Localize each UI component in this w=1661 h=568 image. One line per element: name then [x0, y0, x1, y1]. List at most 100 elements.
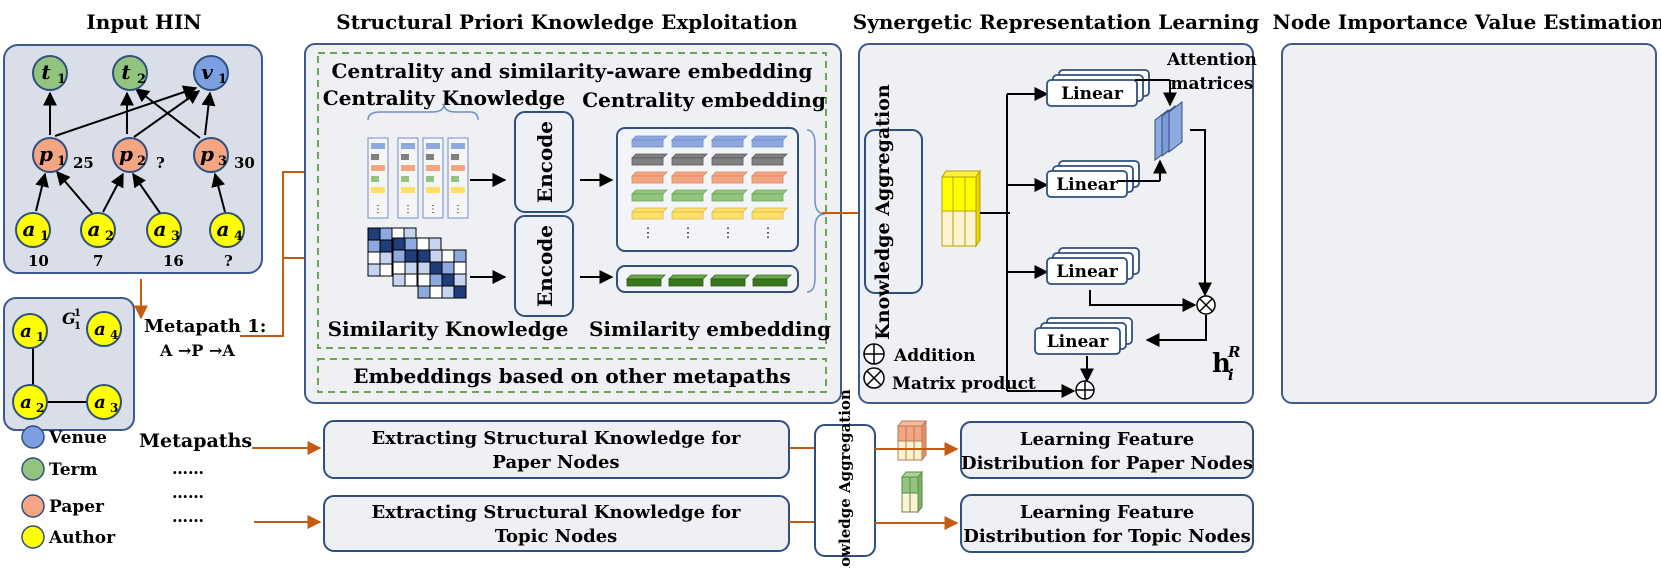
subgraph-node-a4-sub: 4 — [110, 328, 118, 342]
centrality-embedding-label: Centrality embedding — [582, 88, 826, 112]
legend-label: Term — [49, 460, 97, 480]
embedding-cell — [631, 153, 668, 166]
product-to-linear4 — [1145, 315, 1207, 347]
subgraph-node-a3-label: a — [94, 392, 106, 413]
node-a3-label: a — [154, 217, 167, 241]
node-p1-sub: 1 — [57, 154, 66, 169]
matrix-cell — [392, 261, 406, 275]
matrix-cell — [367, 227, 381, 241]
vector-ellipsis: ⋮ — [403, 204, 413, 215]
vector-cell — [451, 143, 465, 149]
embedding-title: Centrality and similarity-aware embeddin… — [332, 59, 813, 83]
matrix-cell — [417, 273, 431, 287]
matrix-cell — [441, 249, 455, 263]
knowledge-aggregation-box — [864, 129, 923, 294]
legend-item-term: Term — [21, 457, 97, 481]
embedding-cell — [751, 153, 788, 166]
node-p3-score: 30 — [234, 154, 255, 172]
legend-swatch — [21, 525, 45, 549]
paper-learning-box — [960, 421, 1254, 479]
legend-swatch — [21, 425, 45, 449]
matrix-cell — [404, 273, 418, 287]
linear-layer-label: Linear — [1056, 262, 1119, 282]
vector-cell — [426, 176, 434, 182]
vector-cell — [426, 187, 440, 193]
attention-to-product — [1190, 129, 1212, 297]
embedding-cell — [711, 171, 748, 184]
legend-label: Venue — [48, 428, 107, 448]
legend-label: Paper — [49, 497, 105, 517]
svg-text:h: h — [1212, 349, 1231, 379]
vector-cell — [426, 165, 440, 171]
topic-feature-cube — [900, 470, 924, 514]
structural-knowledge-title: Structural Priori Knowledge Exploitation — [336, 10, 798, 34]
synergetic-learning-title: Synergetic Representation Learning — [853, 10, 1260, 34]
subgraph-node-a1-sub: 1 — [36, 330, 44, 344]
matrix-cell — [392, 273, 406, 287]
product-legend-label: Matrix product — [892, 374, 1036, 394]
legend-swatch — [21, 457, 45, 481]
paper-learning-line1: Learning Feature — [1020, 429, 1194, 450]
embedding-cell — [751, 135, 788, 148]
vector-cell — [401, 187, 415, 193]
paper-extract-line1: Extracting Structural Knowledge for — [371, 428, 741, 449]
input-hin-title: Input HIN — [86, 10, 201, 34]
svg-text:1: 1 — [74, 321, 81, 332]
knowledge-vector: ⋮ — [397, 137, 419, 219]
vector-cell — [371, 154, 379, 160]
encode-centrality-label: Encode — [533, 121, 557, 203]
encode-centrality-box — [514, 111, 574, 213]
matrix-cell — [379, 239, 393, 253]
embedding-cell — [671, 153, 708, 166]
metapath-label: Metapath 1: — [144, 316, 266, 337]
matrix-product-operator — [1196, 295, 1216, 315]
vector-cell — [401, 154, 409, 160]
embedding-cell — [751, 171, 788, 184]
linear-layer-4: Linear — [1034, 317, 1133, 355]
node-a1-sub: 1 — [40, 229, 49, 244]
matrix-cell — [453, 273, 467, 287]
node-a4-score: ? — [224, 252, 233, 270]
subgraph-node-a3-sub: 3 — [110, 401, 118, 415]
vector-cell — [371, 143, 385, 149]
matrix-cell — [429, 273, 443, 287]
node-p2-score: ? — [156, 154, 165, 172]
embedding-cell — [671, 189, 708, 202]
embedding-cell — [631, 207, 668, 220]
topic-learning-line1: Learning Feature — [1020, 502, 1194, 523]
matrix-cell — [441, 273, 455, 287]
vector-ellipsis: ⋮ — [453, 204, 463, 215]
linear-layer-label: Linear — [1061, 84, 1124, 104]
vector-cell — [401, 176, 409, 182]
metapaths-label: Metapaths — [139, 430, 252, 452]
similarity-matrix — [417, 249, 467, 299]
subgraph-node-a2-label: a — [20, 392, 32, 413]
product-legend-icon — [863, 367, 885, 389]
topic-extract-line1: Extracting Structural Knowledge for — [371, 502, 741, 523]
matrix-cell — [379, 263, 393, 277]
embedding-cell — [671, 171, 708, 184]
topic-learning-box — [960, 494, 1254, 553]
node-p2-label: p — [119, 142, 133, 166]
embedding-cell — [751, 189, 788, 202]
legend-item-venue: Venue — [21, 425, 107, 449]
other-metapaths-label: Embeddings based on other metapaths — [353, 364, 791, 388]
node-p1-score: 25 — [73, 154, 94, 172]
matrix-cell — [367, 239, 381, 253]
aggregated-feature-cube — [941, 169, 981, 248]
addition-legend-label: Addition — [893, 346, 975, 366]
paper-learning-line2: Distribution for Paper Nodes — [961, 453, 1253, 474]
embedding-cell — [631, 171, 668, 184]
subgraph-node-a4-label: a — [94, 319, 106, 340]
node-a1-label: a — [23, 217, 36, 241]
similarity-knowledge-label: Similarity Knowledge — [328, 317, 569, 341]
linear-layer-label: Linear — [1056, 175, 1119, 195]
matrix-cell — [429, 285, 443, 299]
attention-matrices — [1154, 100, 1183, 162]
matrix-cell — [367, 263, 381, 277]
vector-cell — [451, 176, 459, 182]
